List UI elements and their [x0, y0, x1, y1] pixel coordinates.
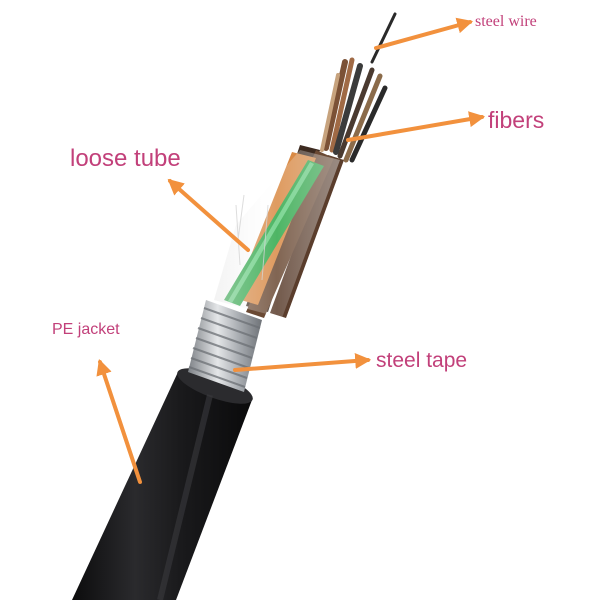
- pe-jacket-part: [72, 368, 253, 600]
- fibers-label: fibers: [488, 107, 545, 133]
- pe-jacket-arrow: [96, 358, 142, 484]
- loose-tube-arrow: [167, 178, 250, 252]
- fibers-part: [320, 57, 388, 163]
- arrows: [96, 17, 486, 484]
- steel-wire-label: steel wire: [475, 13, 537, 30]
- steel-wire-part: [370, 12, 397, 64]
- steel-wire-arrow: [374, 17, 474, 50]
- pe-jacket-label: PE jacket: [52, 321, 120, 338]
- loose-tubes: [214, 145, 344, 318]
- steel-tape-arrow: [233, 352, 372, 372]
- fibers-arrow: [346, 111, 486, 142]
- loose-tube-label: loose tube: [70, 145, 181, 172]
- steel-tape-label: steel tape: [376, 349, 468, 372]
